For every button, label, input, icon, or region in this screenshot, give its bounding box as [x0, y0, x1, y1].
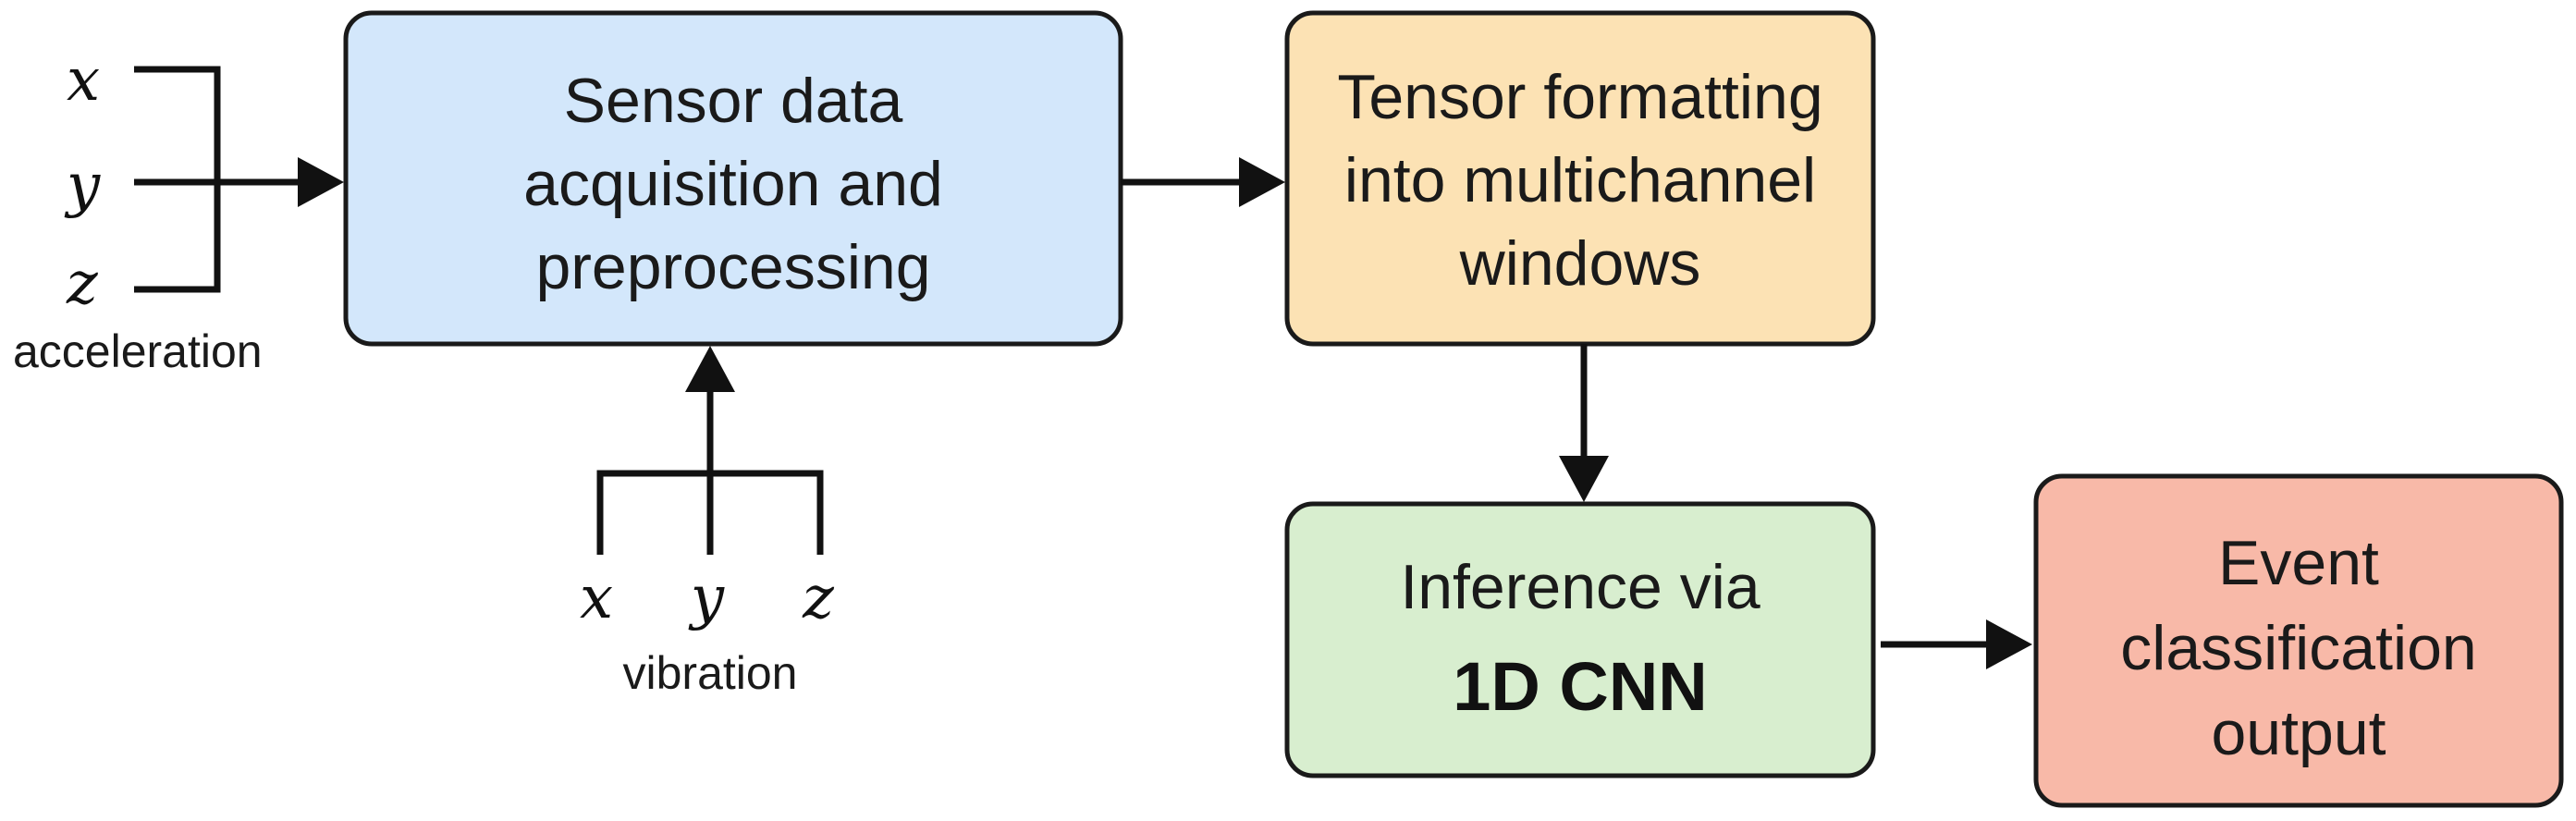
acceleration-caption: acceleration	[13, 325, 263, 377]
vibration-x-label: x	[580, 564, 613, 632]
formatting-line-1: Tensor formatting	[1337, 62, 1822, 132]
acceleration-z-label: z	[66, 250, 99, 318]
node-formatting: Tensor formatting into multichannel wind…	[1284, 10, 1876, 347]
vibration-z-label: z	[802, 564, 835, 632]
classification-line-1: Event	[2218, 528, 2379, 598]
acquisition-line-2: acquisition and	[523, 149, 943, 219]
acceleration-y-label: y	[64, 152, 101, 220]
node-acquisition: Sensor data acquisition and preprocessin…	[343, 10, 1123, 347]
inference-line-2: 1D CNN	[1453, 648, 1707, 725]
arrow-inference-to-classification	[1881, 619, 2032, 669]
acquisition-box	[343, 10, 1123, 347]
acceleration-input: x y z acceleration	[13, 46, 263, 377]
acquisition-line-3: preprocessing	[535, 232, 930, 302]
vibration-input: x y z vibration	[580, 346, 835, 699]
formatting-line-3: windows	[1459, 228, 1701, 299]
vibration-caption: vibration	[623, 647, 798, 699]
arrow-acceleration-to-acquisition	[217, 157, 344, 207]
inference-box	[1284, 501, 1876, 778]
formatting-box	[1284, 10, 1876, 347]
arrow-acquisition-to-formatting	[1121, 157, 1285, 207]
node-classification: Event classification output	[2033, 473, 2564, 808]
inference-line-1: Inference via	[1400, 552, 1760, 622]
vibration-y-label: y	[688, 564, 725, 632]
acquisition-line-1: Sensor data	[564, 66, 903, 136]
classification-line-2: classification	[2120, 613, 2477, 683]
arrow-vibration-to-acquisition	[685, 346, 735, 392]
classification-line-3: output	[2211, 698, 2386, 768]
formatting-line-2: into multichannel	[1344, 145, 1816, 215]
node-inference: Inference via 1D CNN	[1284, 501, 1876, 778]
classification-box	[2033, 473, 2564, 808]
acceleration-x-label: x	[67, 46, 100, 115]
arrow-formatting-to-inference	[1559, 344, 1609, 502]
